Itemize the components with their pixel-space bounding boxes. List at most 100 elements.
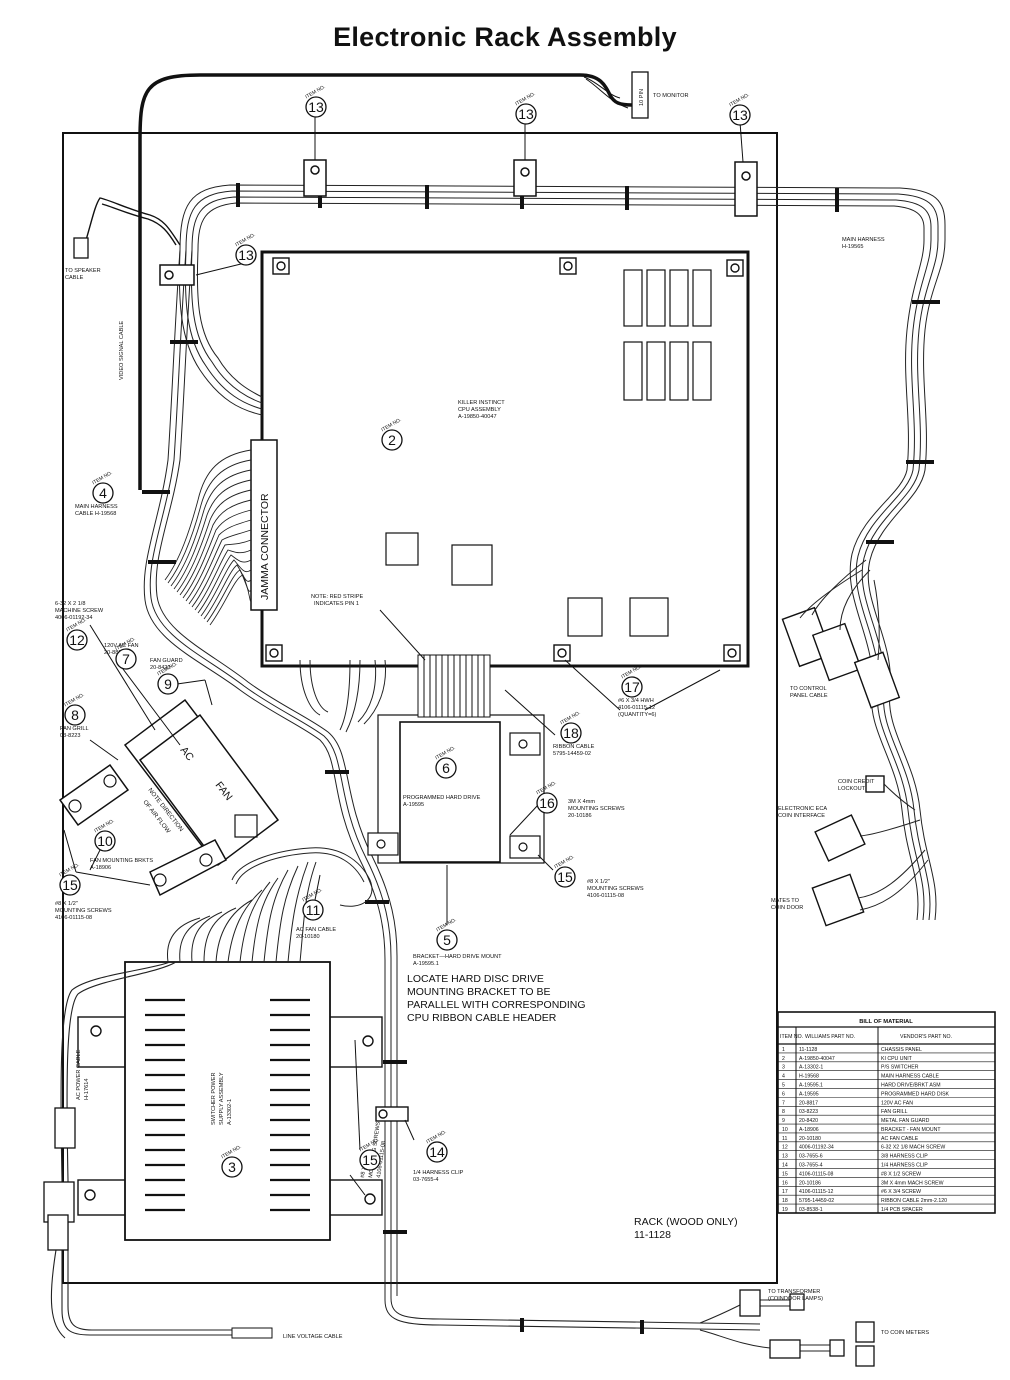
mount-screws-15b-3: 4106-01115-08 [55,915,92,921]
item-bubble-number: 15 [557,869,573,885]
bom-cell-vendor: 3/8 HARNESS CLIP [881,1154,928,1160]
item-bubble-number: 2 [388,432,396,448]
bom-cell-part: 03-8223 [799,1109,818,1115]
ac-power-cable [50,961,270,1339]
bom-cell-part: A-18906 [799,1127,819,1133]
fan-grill-1: FAN GRILL [60,726,89,732]
bom-cell-part: A-19595.1 [799,1082,823,1088]
speaker-cable [85,197,181,246]
bom-cell-vendor: PROGRAMMED HARD DISK [881,1091,950,1097]
item-bubble-number: 15 [62,877,78,893]
jamma-label: JAMMA CONNECTOR [259,493,271,600]
bom-cell-vendor: KI CPU UNIT [881,1056,913,1062]
harness-clip-1: 1/4 HARNESS CLIP [413,1170,464,1176]
bom-cell-vendor: FAN GRILL [881,1109,908,1115]
item-bubble-number: 13 [238,247,254,263]
bracket-mount-1: BRACKET—HARD DRIVE MOUNT [413,954,502,960]
bom-header-part: WILLIAMS PART NO. [805,1034,855,1040]
video-signal-label: VIDEO SIGNAL CABLE [119,321,125,380]
item-bubble-number: 18 [563,725,579,741]
electronic-eca-2: COIN INTERFACE [778,813,825,819]
red-stripe-2: INDICATES PIN 1 [314,601,359,607]
control-panel-connectors [781,606,901,709]
item-bubble-number: 4 [99,485,107,501]
to-control-panel-1: TO CONTROL [790,686,827,692]
fan-guard-1: FAN GUARD [150,658,183,664]
mount-screws-15-2: MOUNTING SCREWS [587,886,644,892]
transformer-cable [699,1299,830,1352]
bom-cell-vendor: MAIN HARNESS CABLE [881,1074,939,1080]
mount-screws-15-1: #8 X 1/2" [587,879,610,885]
harness-clip-14 [375,1106,409,1122]
item-bubble-number: 13 [518,106,534,122]
cpu-ics [385,532,669,637]
item-bubble-number: 3 [228,1159,236,1175]
hard-drive-tabs [367,732,541,859]
bom-cell-part: 20-8420 [799,1118,818,1124]
bom-cell-item: 4 [782,1074,785,1080]
coin-connectors [811,775,885,927]
psu-vents-left [145,998,185,1212]
psu-vents-right [270,998,310,1212]
item-bubble-number: 9 [164,676,172,692]
bom-cell-item: 12 [782,1145,788,1151]
item-bubble-number: 5 [443,932,451,948]
bom-cell-part: 20-10186 [799,1180,821,1186]
fan-guard-2: 20-8420 [150,665,171,671]
bom-cell-item: 14 [782,1163,788,1169]
bom-cell-vendor: 1/4 HARNESS CLIP [881,1163,928,1169]
locate-note-2: MOUNTING BRACKET TO BE [407,986,551,998]
bom-cell-part: 20-8817 [799,1100,818,1106]
bom-cell-item: 18 [782,1198,788,1204]
bom-cell-item: 16 [782,1180,788,1186]
mm-screws-1: 3M X 4mm [568,799,595,805]
electronic-eca-1: ELECTRONIC ECA [778,806,827,812]
item-bubble-number: 13 [732,107,748,123]
bom-cell-part: H-19568 [799,1074,819,1080]
cpu-label-1: KILLER INSTINCT [458,400,505,406]
to-transformer-2: (COINDOOR LAMPS) [768,1296,823,1302]
mount-screws-15-3: 4106-01115-08 [587,893,624,899]
switcher-label-3: A-13302-1 [227,1099,233,1125]
to-coin-meters: TO COIN METERS [881,1330,929,1336]
bom-cell-item: 5 [782,1082,785,1088]
switcher-label-2: SUPPLY ASSEMBLY [219,1072,225,1125]
coin-credit-2: LOCKOUT [838,786,866,792]
mates-coin-door-1: MATES TO [771,898,800,904]
item-bubble-number: 16 [539,795,555,811]
fan-mount-brkts-2: A-18906 [90,865,111,871]
speaker-plug [73,237,89,259]
locate-note-1: LOCATE HARD DISC DRIVE [407,973,544,985]
bom-title: BILL OF MATERIAL [859,1019,913,1025]
bom-cell-item: 9 [782,1118,785,1124]
ac-fan-1: 120V AC FAN [104,643,139,649]
bom-header-item: ITEM NO. [780,1034,803,1040]
locate-note-4: CPU RIBBON CABLE HEADER [407,1012,557,1024]
bom-cell-vendor: 1/4 PCB SPACER [881,1207,923,1213]
bom-cell-item: 3 [782,1065,785,1071]
fan-grill-2: 03-8223 [60,733,81,739]
bom-cell-part: A-19595 [799,1091,819,1097]
power-supply [124,961,331,1241]
item-bubble-number: 11 [306,902,321,918]
mm-screws-3: 20-10186 [568,813,592,819]
bom-cell-part: 11-1128 [799,1047,817,1053]
bom-cell-item: 10 [782,1127,788,1133]
bom-cell-vendor: P/S SWITCHER [881,1065,919,1071]
to-monitor-label: TO MONITOR [653,93,689,99]
ribbon-cable-2: 5795-14459-02 [553,751,591,757]
transformer-plugs [739,1289,875,1367]
ac-fan-2: 20-8817 [104,650,125,656]
item-bubble-number: 10 [97,833,113,849]
psu-bracket-holes [84,1025,376,1205]
jamma-wires [164,449,252,626]
bom-cell-item: 8 [782,1109,785,1115]
ac-power-plug [43,1107,76,1251]
main-harness-cable-2: CABLE H-19568 [75,511,116,517]
